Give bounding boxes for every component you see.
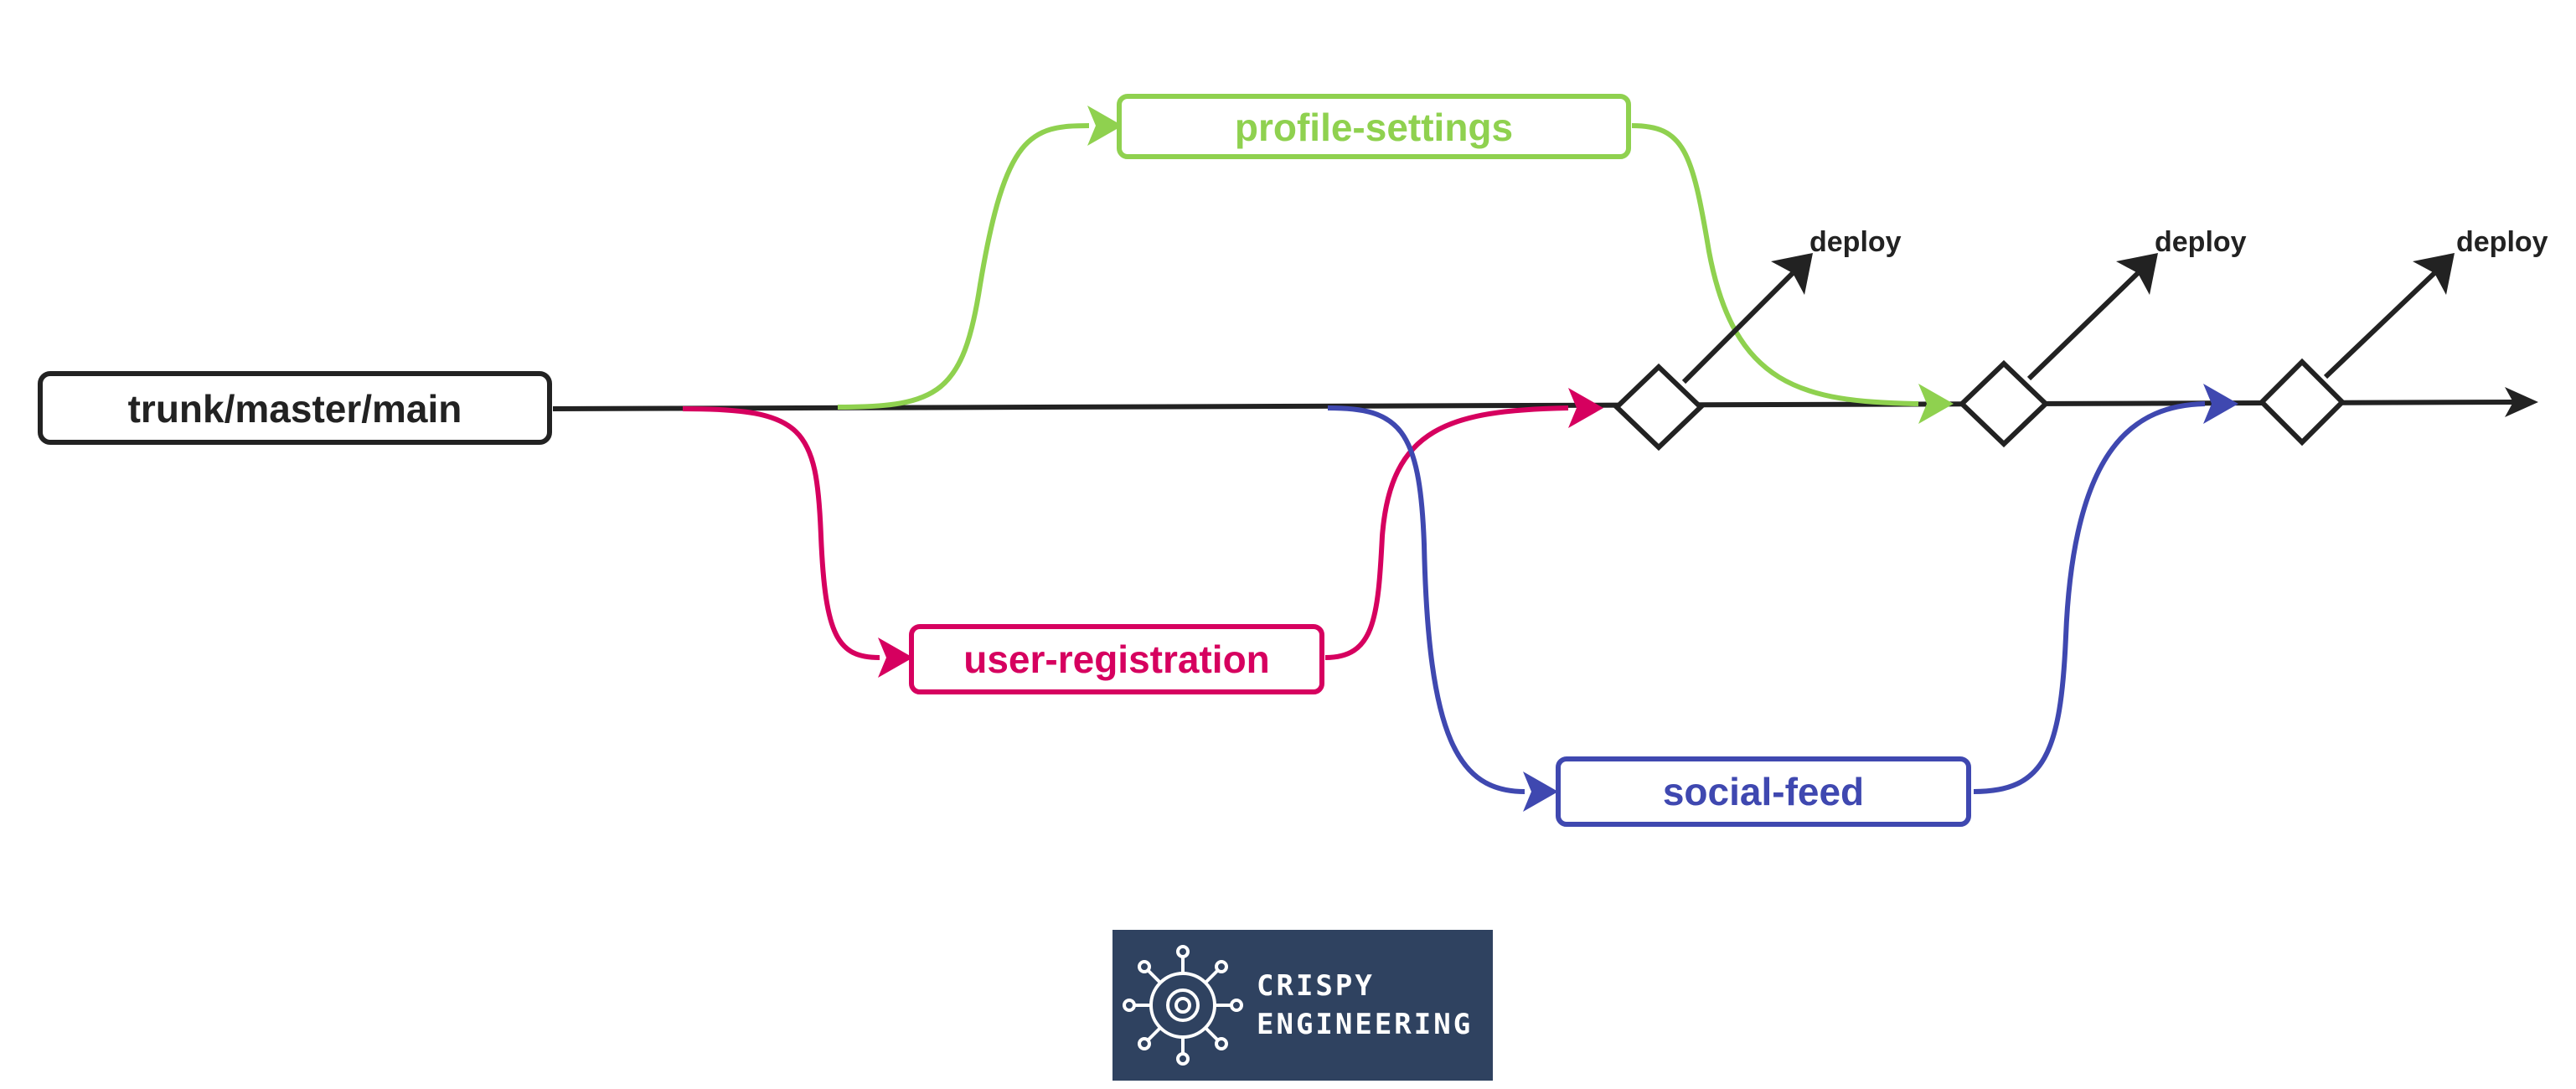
- deploy-label-1: deploy: [1809, 226, 1902, 258]
- branch-social-feed-path: [1327, 384, 2238, 812]
- merge-node-2: [1958, 359, 2050, 448]
- merge-diamond: [1958, 359, 2050, 448]
- user-registration-branch-arrow: [878, 637, 913, 678]
- profile-settings-branch-arrow: [1087, 106, 1123, 146]
- logo: CRISPY ENGINEERING: [1112, 930, 1493, 1081]
- merge-diamond: [2258, 358, 2346, 446]
- branch-social-feed: social-feed: [1556, 756, 1971, 827]
- branch-user-registration: user-registration: [909, 624, 1324, 694]
- profile-settings-label: profile-settings: [1235, 106, 1513, 149]
- logo-line-2: ENGINEERING: [1257, 1008, 1473, 1041]
- deploy-label-2: deploy: [2155, 226, 2247, 258]
- gear-network-icon: [1123, 945, 1243, 1066]
- logo-background: [1112, 930, 1493, 1081]
- merge-node-1: [1613, 363, 1705, 452]
- merge-diamond: [1613, 363, 1705, 452]
- social-feed-branch-arrow: [1523, 772, 1558, 812]
- deploy-arrow-2: [2026, 253, 2158, 381]
- branch-user-registration-path: [682, 388, 1603, 678]
- branch-profile-settings: profile-settings: [1117, 94, 1631, 159]
- user-registration-merge-arrow: [1568, 388, 1603, 428]
- social-feed-merge-arrow: [2203, 384, 2238, 424]
- deploy-arrow-1: [1681, 253, 1813, 385]
- trunk-line: [552, 387, 2538, 417]
- deploy-label-3: deploy: [2456, 226, 2548, 258]
- trunk-node: trunk/master/main: [38, 371, 552, 445]
- merge-node-3: [2258, 358, 2346, 446]
- social-feed-label: social-feed: [1663, 770, 1864, 813]
- profile-settings-merge-arrow: [1918, 384, 1954, 424]
- trunk-label: trunk/master/main: [128, 387, 462, 431]
- deploy-arrow-3: [2323, 253, 2455, 379]
- user-registration-label: user-registration: [963, 637, 1270, 681]
- branch-profile-settings-path: [837, 106, 1954, 424]
- trunk-arrow-head: [2505, 387, 2538, 417]
- logo-line-1: CRISPY: [1257, 969, 1375, 1003]
